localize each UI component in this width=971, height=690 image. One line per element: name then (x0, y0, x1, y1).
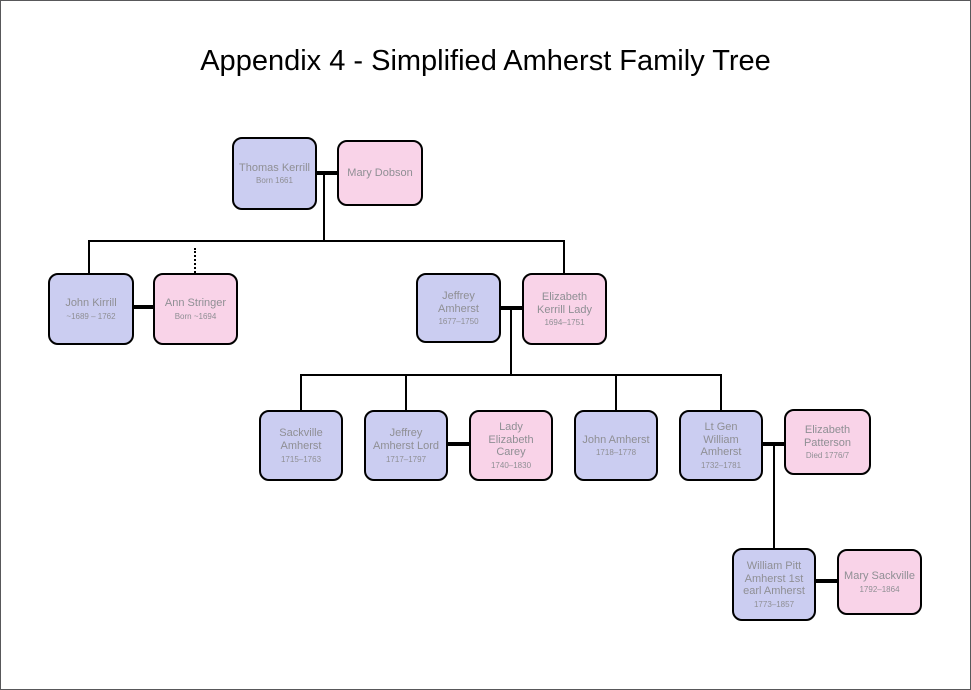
node-sackville-amherst: Sackville Amherst 1715–1763 (259, 410, 343, 481)
connector-drop-jeffrey-lord (405, 376, 407, 410)
connector-marriage-john-ann (132, 305, 155, 309)
person-name: Jeffrey Amherst Lord (372, 427, 440, 452)
person-name: Lt Gen William Amherst (700, 420, 742, 459)
connector-marriage-williampitt-marysackville (814, 579, 839, 583)
person-name: Elizabeth Kerrill Lady (536, 290, 593, 316)
person-name: Thomas Kerrill (239, 161, 310, 174)
node-lt-gen-william-amherst: Lt Gen William Amherst 1732–1781 (679, 410, 763, 481)
node-lady-elizabeth-carey: Lady Elizabeth Carey 1740–1830 (469, 410, 553, 481)
node-elizabeth-patterson: Elizabeth Patterson Died 1776/7 (784, 409, 871, 475)
person-dates: 1715–1763 (280, 454, 322, 464)
connector-marriage-jeffreylord-carey (446, 442, 471, 446)
node-william-pitt-amherst: William Pitt Amherst 1st earl Amherst 17… (732, 548, 816, 621)
person-name: Ann Stringer (164, 297, 227, 310)
connector-drop-sackville (300, 376, 302, 410)
person-dates: 1773–1857 (753, 600, 795, 610)
connector-sibling-rail-gen3 (300, 374, 722, 376)
connector-descent-thomas-mary (323, 175, 325, 241)
node-jeffrey-amherst-lord: Jeffrey Amherst Lord 1717–1797 (364, 410, 448, 481)
connector-drop-john-kirrill (88, 242, 90, 273)
person-dates: Died 1776/7 (805, 451, 850, 461)
node-mary-sackville: Mary Sackville 1792–1864 (837, 549, 922, 615)
person-dates: 1677–1750 (438, 317, 479, 327)
connector-drop-william-amherst (720, 376, 722, 410)
connector-drop-elizabeth-kerrill (563, 242, 565, 273)
person-dates: 1694–1751 (544, 318, 585, 328)
person-name: Mary Dobson (347, 166, 413, 179)
connector-dotted-ann-stringer (194, 248, 196, 273)
node-jeffrey-amherst: Jeffrey Amherst 1677–1750 (416, 273, 501, 343)
connector-sibling-rail-gen2 (88, 240, 565, 242)
connector-marriage-william-patterson (761, 442, 786, 446)
person-dates: 1717–1797 (385, 454, 427, 464)
person-name: John Kirrill (65, 297, 117, 310)
page-title: Appendix 4 - Simplified Amherst Family T… (200, 45, 771, 77)
person-name: John Amherst (582, 433, 650, 446)
person-name: Mary Sackville (844, 570, 915, 583)
person-name: William Pitt Amherst 1st earl Amherst (743, 559, 805, 598)
node-mary-dobson: Mary Dobson (337, 140, 423, 206)
person-dates: 1718–1778 (595, 448, 637, 458)
person-name: Elizabeth Patterson (803, 423, 852, 449)
connector-marriage-jeffrey-elizabeth (499, 306, 524, 310)
node-thomas-kerrill: Thomas Kerrill Born 1661 (232, 137, 317, 210)
node-ann-stringer: Ann Stringer Born ~1694 (153, 273, 238, 345)
connector-descent-jeffrey-elizabeth (510, 310, 512, 376)
person-dates: 1732–1781 (700, 461, 742, 471)
person-dates: ~1689 – 1762 (66, 311, 116, 321)
person-dates: 1792–1864 (859, 584, 900, 594)
person-name: Sackville Amherst (279, 427, 323, 452)
person-name: Lady Elizabeth Carey (488, 420, 534, 459)
connector-descent-william-patterson (773, 446, 775, 548)
person-dates: Born ~1694 (174, 311, 217, 321)
connector-marriage-thomas-mary (315, 171, 339, 175)
node-john-kirrill: John Kirrill ~1689 – 1762 (48, 273, 134, 345)
person-dates: 1740–1830 (490, 461, 532, 471)
node-john-amherst: John Amherst 1718–1778 (574, 410, 658, 481)
node-elizabeth-kerrill-lady: Elizabeth Kerrill Lady 1694–1751 (522, 273, 607, 345)
person-name: Jeffrey Amherst (438, 289, 479, 315)
person-dates: Born 1661 (256, 176, 293, 186)
connector-drop-john-amherst (615, 376, 617, 410)
